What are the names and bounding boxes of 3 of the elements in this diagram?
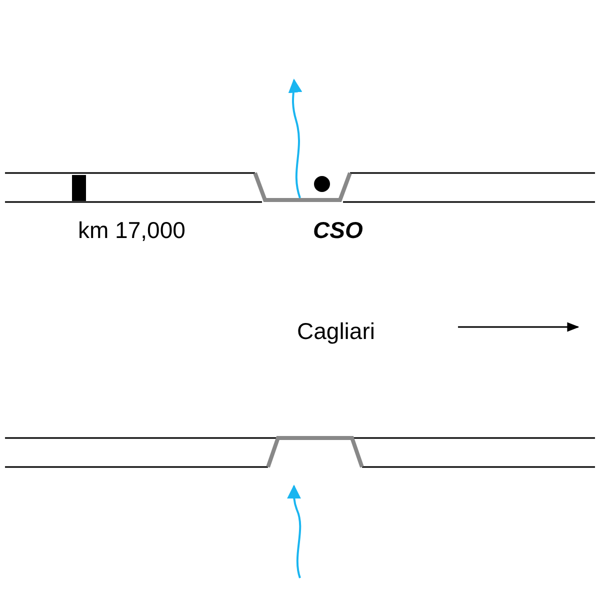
kilometre-label: km 17,000 <box>78 217 186 243</box>
direction-label: Cagliari <box>297 318 375 344</box>
station-label: CSO <box>313 217 363 243</box>
